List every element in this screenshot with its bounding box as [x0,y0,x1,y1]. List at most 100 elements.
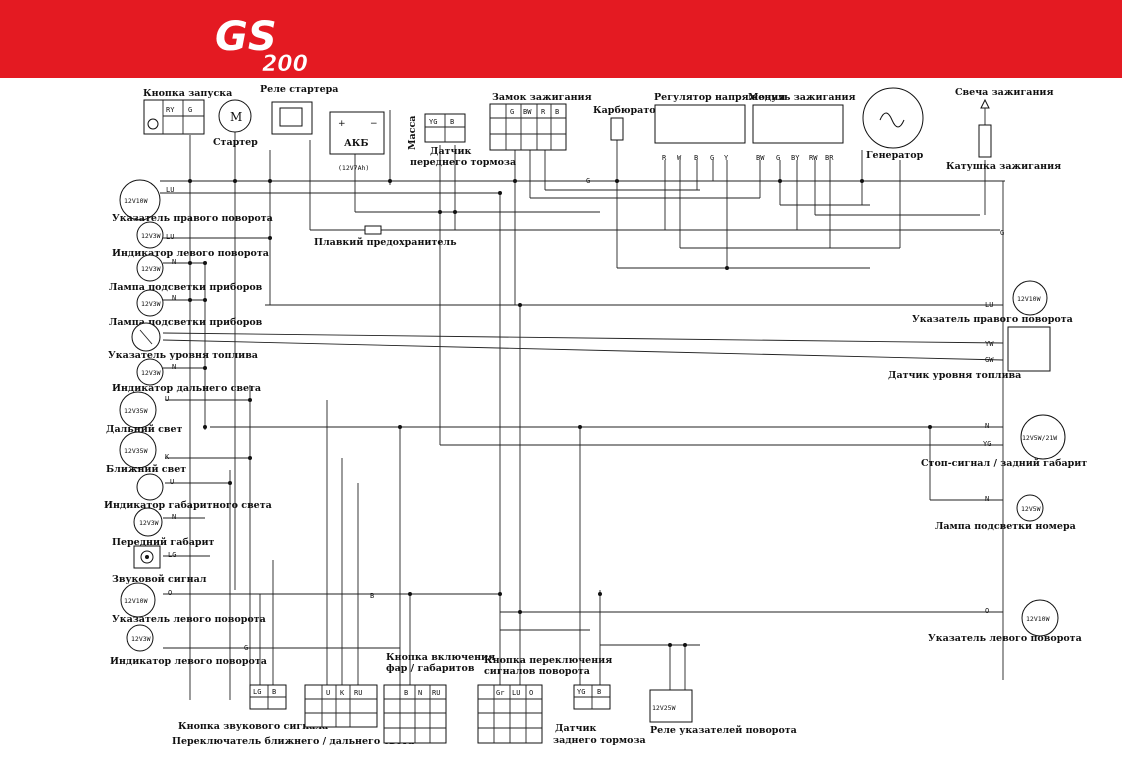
svg-text:BW: BW [756,154,765,162]
label-front-brake-1: Датчик [430,146,471,157]
generator-group: Генератор [862,87,924,161]
turn-relay-group: 12V25W Реле указателей поворота [649,689,797,736]
start-button-group: Кнопка запуска RY G [143,88,232,135]
svg-text:B: B [555,108,559,116]
label-plate-lamp: Лампа подсветки номера [935,521,1076,532]
label-horn-button: Кнопка звукового сигнала [178,721,328,732]
label-ignition-module: Модуль зажигания [748,92,856,103]
svg-text:+: + [338,119,346,129]
spark-plug-group: Свеча зажигания Катушка зажигания [946,87,1061,172]
label-starter-relay: Реле стартера [260,84,338,95]
svg-text:Y: Y [724,154,729,162]
svg-text:YG: YG [983,440,991,448]
svg-text:N: N [985,495,989,503]
label-ignition-coil: Катушка зажигания [946,161,1061,172]
svg-text:B: B [370,592,374,600]
svg-text:B: B [450,118,454,126]
svg-text:R: R [662,154,667,162]
svg-text:G: G [1000,229,1004,237]
label-spark-plug: Свеча зажигания [955,87,1053,98]
svg-text:K: K [165,453,170,461]
carburetor-group: Карбюратор [593,105,663,141]
label-high-beam: Дальний свет [106,424,183,435]
svg-text:G: G [586,177,590,185]
svg-text:12V5W/21W: 12V5W/21W [1022,434,1057,442]
label-battery: АКБ [344,138,369,149]
svg-text:−: − [370,119,378,129]
svg-text:12V5W: 12V5W [1021,505,1041,513]
svg-text:BR: BR [825,154,834,162]
svg-text:12V3W: 12V3W [141,232,161,240]
svg-text:RW: RW [809,154,818,162]
battery-group: + − АКБ (12V7Ah) [329,111,385,172]
label-fuel-sensor: Датчик уровня топлива [888,370,1021,381]
svg-text:N: N [172,258,176,266]
label-right-turn-front: Указатель правого поворота [112,213,273,224]
start-pin-1: RY [166,106,175,114]
label-panel-lamp-2: Лампа подсветки приборов [109,317,263,328]
starter-relay-group: Реле стартера [260,84,338,135]
svg-text:B: B [694,154,698,162]
svg-text:O: O [985,607,989,615]
label-left-turn-rear: Указатель левого поворота [928,633,1082,644]
beam-switch-group: U K RU Переключатель ближнего / дальнего… [172,684,414,747]
svg-text:12V10W: 12V10W [124,597,148,605]
label-horn: Звуковой сигнал [112,574,207,585]
svg-text:LU: LU [166,233,174,241]
header-bar [0,0,1122,78]
svg-text:O: O [168,589,172,597]
svg-text:BY: BY [791,154,800,162]
label-voltage-regulator: Регулятор напряжения [654,92,785,103]
label-turn-switch-2: сигналов поворота [484,666,590,677]
svg-text:LG: LG [168,551,176,559]
logo-number: 200 [262,52,308,77]
horn-button-group: LG B Кнопка звукового сигнала [178,684,328,732]
svg-text:G: G [710,154,714,162]
svg-text:K: K [340,689,345,697]
svg-text:R: R [541,108,546,116]
label-ignition-lock: Замок зажигания [492,92,592,103]
svg-text:LG: LG [253,688,261,696]
label-ground: Масса [407,116,418,150]
label-fuel-gauge: Указатель уровня топлива [108,350,258,361]
brand-logo: GS 200 [215,14,308,77]
svg-text:12V3W: 12V3W [141,300,161,308]
wiring [160,100,1005,700]
ground-group: Масса [407,116,418,150]
svg-text:LU: LU [166,186,174,194]
label-starter: Стартер [213,137,258,148]
label-high-beam-indicator: Индикатор дальнего света [112,383,261,394]
svg-text:U: U [326,689,330,697]
svg-text:Gr: Gr [496,689,504,697]
junctions [188,179,932,647]
svg-text:B: B [272,688,276,696]
label-lights-button-1: Кнопка включения [386,652,495,663]
svg-text:12V10W: 12V10W [1026,615,1050,623]
svg-text:N: N [172,513,176,521]
svg-text:LU: LU [985,301,993,309]
svg-text:B: B [597,688,601,696]
svg-text:BW: BW [523,108,532,116]
svg-text:RU: RU [432,689,440,697]
svg-text:B: B [404,689,408,697]
svg-text:N: N [418,689,422,697]
voltage-regulator-group: Регулятор напряжения R W B G Y [654,92,785,162]
label-turn-relay: Реле указателей поворота [650,725,797,736]
svg-text:N: N [985,422,989,430]
svg-text:YG: YG [429,118,437,126]
logo-text: GS [215,14,277,60]
rear-brake-group: YG B Датчик заднего тормоза [553,684,646,746]
ignition-lock-group: Замок зажигания G BW R B [489,92,592,151]
label-stop-tail: Стоп-сигнал / задний габарит [921,458,1087,469]
label-left-turn-indicator-2: Индикатор левого поворота [110,656,267,667]
svg-text:U: U [170,478,174,486]
label-low-beam: Ближний свет [106,464,186,475]
svg-text:G: G [510,108,514,116]
label-position-indicator: Индикатор габаритного света [104,500,272,511]
svg-text:N: N [172,363,176,371]
label-panel-lamp-1: Лампа подсветки приборов [109,282,263,293]
fuse-group: Плавкий предохранитель [314,225,457,248]
label-fuse: Плавкий предохранитель [314,237,457,248]
left-lamps: 12V10W LU Указатель правого поворота 12V… [104,179,273,667]
